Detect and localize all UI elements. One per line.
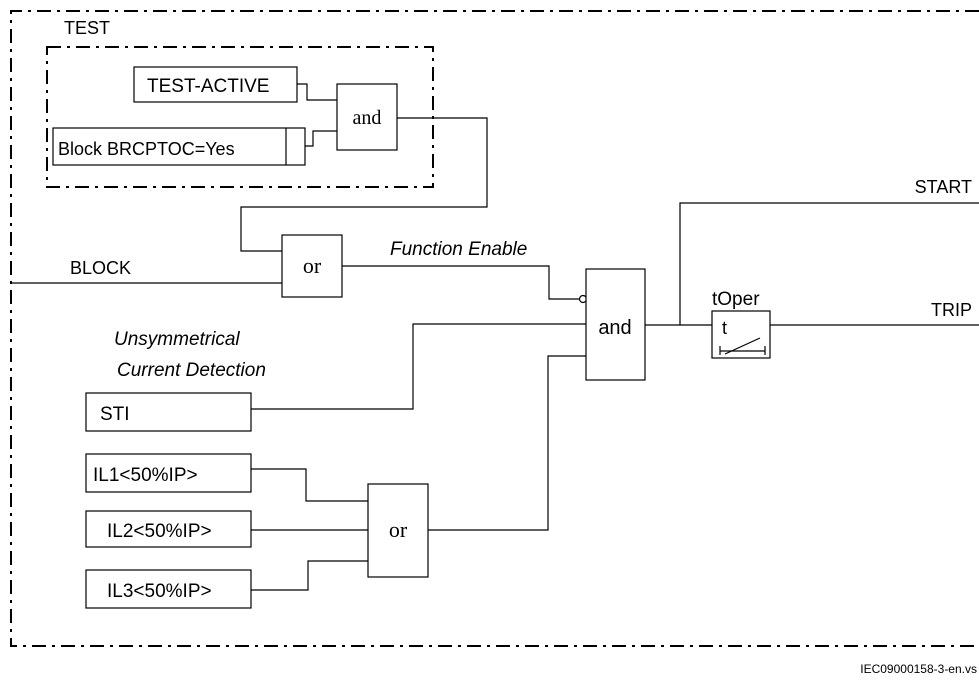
figure-id: IEC09000158-3-en.vs	[860, 662, 977, 676]
main-and-gate	[585, 268, 646, 381]
wire-test-to-or	[240, 117, 488, 252]
unsym-label-line2: Current Detection	[117, 360, 266, 381]
sti-input	[85, 392, 252, 432]
current-or-gate-label: or	[389, 517, 408, 542]
il2-input	[85, 510, 252, 548]
timer-symbol: t	[722, 318, 727, 338]
trip-label: TRIP	[931, 300, 972, 320]
timer-block	[711, 310, 771, 359]
wire-block-brcptoc	[305, 130, 337, 147]
wire-function-enable	[342, 265, 580, 300]
test-active-input	[133, 66, 298, 103]
sti-label: STI	[100, 404, 130, 425]
wire-il1	[251, 468, 368, 502]
wire-sti	[251, 323, 586, 410]
test-group-label: TEST	[64, 18, 110, 38]
wire-test-active	[297, 83, 337, 101]
test-and-gate-label: and	[353, 107, 382, 129]
test-and-gate	[336, 83, 398, 151]
il3-input	[85, 569, 252, 609]
block-or-gate-label: or	[303, 253, 322, 278]
main-and-gate-label: and	[598, 317, 631, 339]
test-group-frame	[46, 46, 434, 188]
block-brcptoc-input	[52, 127, 306, 166]
il1-input	[85, 453, 252, 493]
il1-label: IL1<50%IP>	[93, 465, 198, 486]
current-or-gate	[367, 483, 429, 578]
outer-frame	[10, 10, 979, 647]
il3-label: IL3<50%IP>	[107, 581, 212, 602]
il2-label: IL2<50%IP>	[107, 521, 212, 542]
block-label: BLOCK	[70, 258, 131, 278]
start-label: START	[915, 177, 972, 197]
timer-curve-icon	[719, 337, 766, 355]
function-enable-label: Function Enable	[390, 239, 527, 260]
wire-start	[679, 202, 979, 325]
unsym-label-line1: Unsymmetrical	[114, 329, 240, 350]
block-brcptoc-label: Block BRCPTOC=Yes	[58, 139, 235, 159]
wire-il3	[251, 560, 368, 591]
block-or-gate	[281, 234, 343, 298]
test-active-label: TEST-ACTIVE	[147, 76, 269, 97]
wire-current-to-and	[428, 355, 586, 531]
timer-name: tOper	[712, 289, 760, 310]
